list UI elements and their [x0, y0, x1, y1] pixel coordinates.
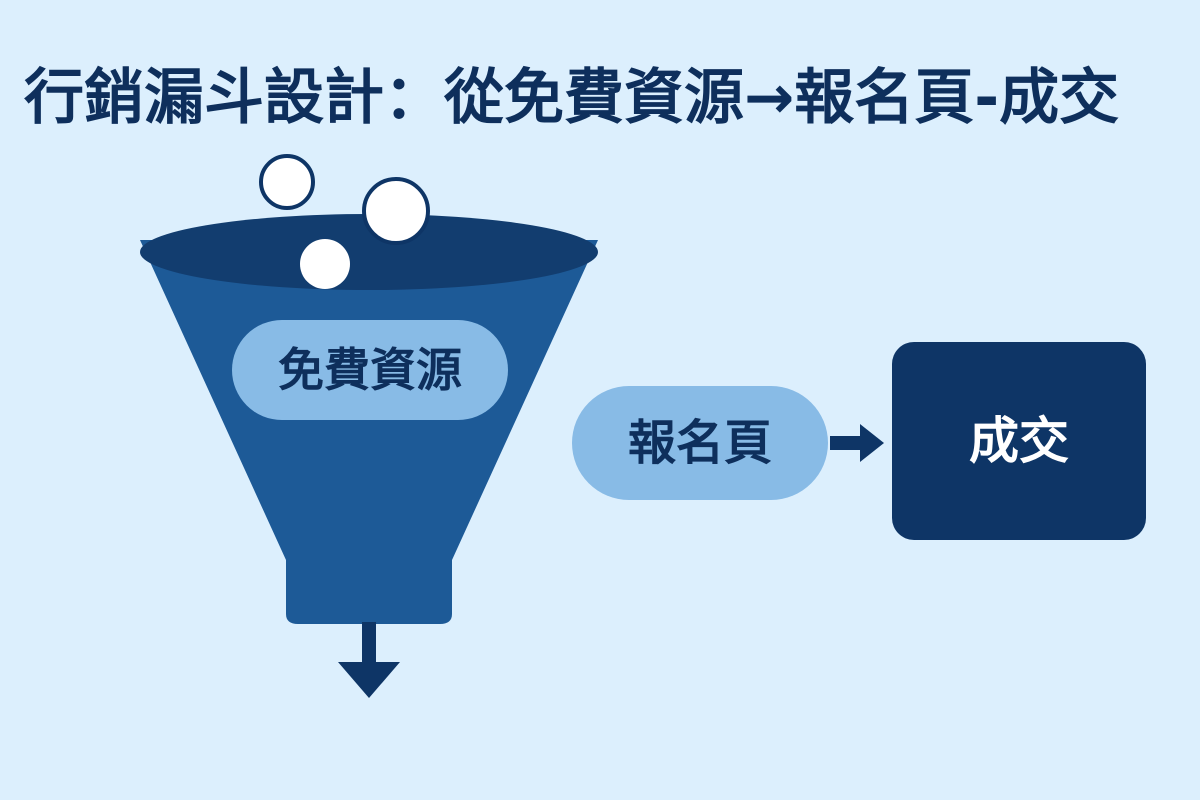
ball-icon: [259, 154, 315, 210]
arrow-down-icon: [338, 622, 400, 698]
ball-icon: [362, 177, 430, 245]
arrow-right-icon: [830, 424, 884, 462]
page-title: 行銷漏斗設計：從免費資源→報名頁-成交: [24, 63, 1120, 133]
ball-icon: [300, 239, 350, 289]
deal-box: [892, 342, 1146, 540]
funnel-icon: [140, 240, 598, 624]
free-resource-pill: [232, 320, 508, 420]
free-resource-label: 免費資源: [278, 343, 462, 397]
funnel-rim: [140, 214, 598, 290]
deal-label: 成交: [969, 412, 1069, 470]
signup-page-label: 報名頁: [627, 415, 772, 471]
signup-page-pill: [572, 386, 828, 500]
